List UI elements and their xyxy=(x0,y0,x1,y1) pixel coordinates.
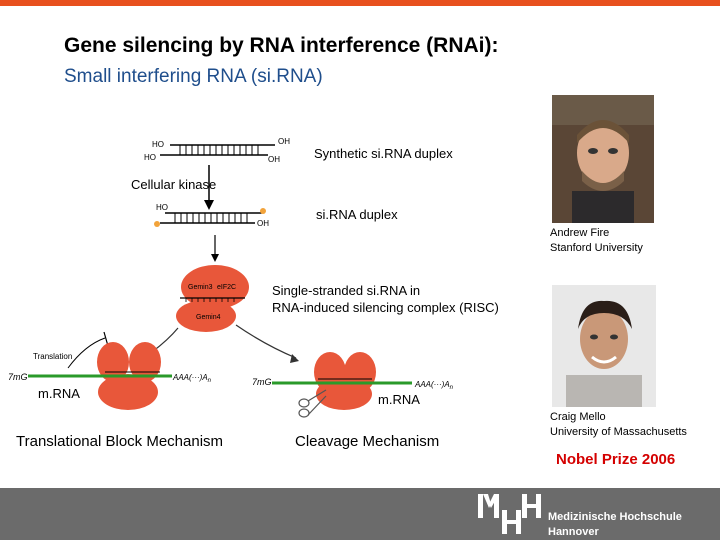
translational-block-label: Translational Block Mechanism xyxy=(16,433,224,450)
fire-name: Andrew Fire xyxy=(550,227,610,239)
scissors-icon xyxy=(298,389,327,418)
risc-label: Single-stranded si.RNA in RNA-induced si… xyxy=(272,282,499,316)
mello-name: Craig Mello xyxy=(550,411,606,423)
risc-label-line1: Single-stranded si.RNA in xyxy=(272,283,421,298)
mhh-logo-icon xyxy=(478,494,541,534)
slide-title: Gene silencing by RNA interference (RNAi… xyxy=(64,34,499,57)
translation-block-line xyxy=(67,337,106,369)
fire-affiliation: Stanford University xyxy=(550,242,643,254)
eif2c-label: eIF2C xyxy=(217,284,236,291)
nobel-prize-label: Nobel Prize 2006 xyxy=(556,451,676,468)
right-cap-label: 7mG xyxy=(252,377,272,387)
right-polya-label: AAA(···)An xyxy=(414,380,454,391)
synthetic-ho-bottom: HO xyxy=(144,153,156,162)
left-cap-label: 7mG xyxy=(8,372,28,382)
mello-caption: Craig Mello University of Massachusetts xyxy=(550,410,687,440)
slide-subtitle: Small interfering RNA (si.RNA) xyxy=(64,66,323,87)
synthetic-oh-top: OH xyxy=(278,137,290,146)
risc-arrowhead xyxy=(211,254,219,262)
logo-line1: Medizinische Hochschule xyxy=(548,511,682,523)
logo-line2: Hannover xyxy=(548,526,599,538)
footer-bar xyxy=(0,488,720,540)
risc-label-line2: RNA-induced silencing complex (RISC) xyxy=(272,300,499,315)
gemin3-label: Gemin3 xyxy=(188,284,213,291)
sirna-duplex-label: si.RNA duplex xyxy=(316,207,398,222)
mello-affiliation: University of Massachusetts xyxy=(550,426,687,438)
cellular-kinase-label: Cellular kinase xyxy=(131,177,217,192)
risc-complex: Gemin3 eIF2C Gemin4 xyxy=(176,265,249,332)
fire-caption: Andrew Fire Stanford University xyxy=(550,226,643,256)
synthetic-duplex: HO HO OH OH xyxy=(144,137,290,164)
synthetic-duplex-label: Synthetic si.RNA duplex xyxy=(314,146,453,161)
andrew-fire-photo xyxy=(552,95,654,223)
translation-label: Translation xyxy=(33,352,72,361)
duplex-oh: OH xyxy=(257,219,269,228)
rnai-diagram: HO HO OH OH HO OH Gemin3 eIF2C Gemin4 xyxy=(8,137,454,418)
craig-mello-photo xyxy=(552,285,656,407)
synthetic-ho-top: HO xyxy=(152,140,164,149)
duplex-ho: HO xyxy=(156,203,168,212)
institution-logo-text: Medizinische Hochschule Hannover xyxy=(548,510,682,540)
arrow-to-cleavage xyxy=(235,324,297,359)
kinase-arrowhead xyxy=(204,200,214,210)
phosphorylated-duplex: HO OH xyxy=(154,203,269,228)
synthetic-oh-bottom: OH xyxy=(268,155,280,164)
gemin4-label: Gemin4 xyxy=(196,314,221,321)
mrna-left-label: m.RNA xyxy=(38,386,80,401)
right-ribosome xyxy=(314,352,376,410)
mrna-right-label: m.RNA xyxy=(378,392,420,407)
top-accent-bar xyxy=(0,0,720,6)
cleavage-mechanism-label: Cleavage Mechanism xyxy=(295,433,440,450)
left-polya-label: AAA(···)An xyxy=(172,373,212,384)
